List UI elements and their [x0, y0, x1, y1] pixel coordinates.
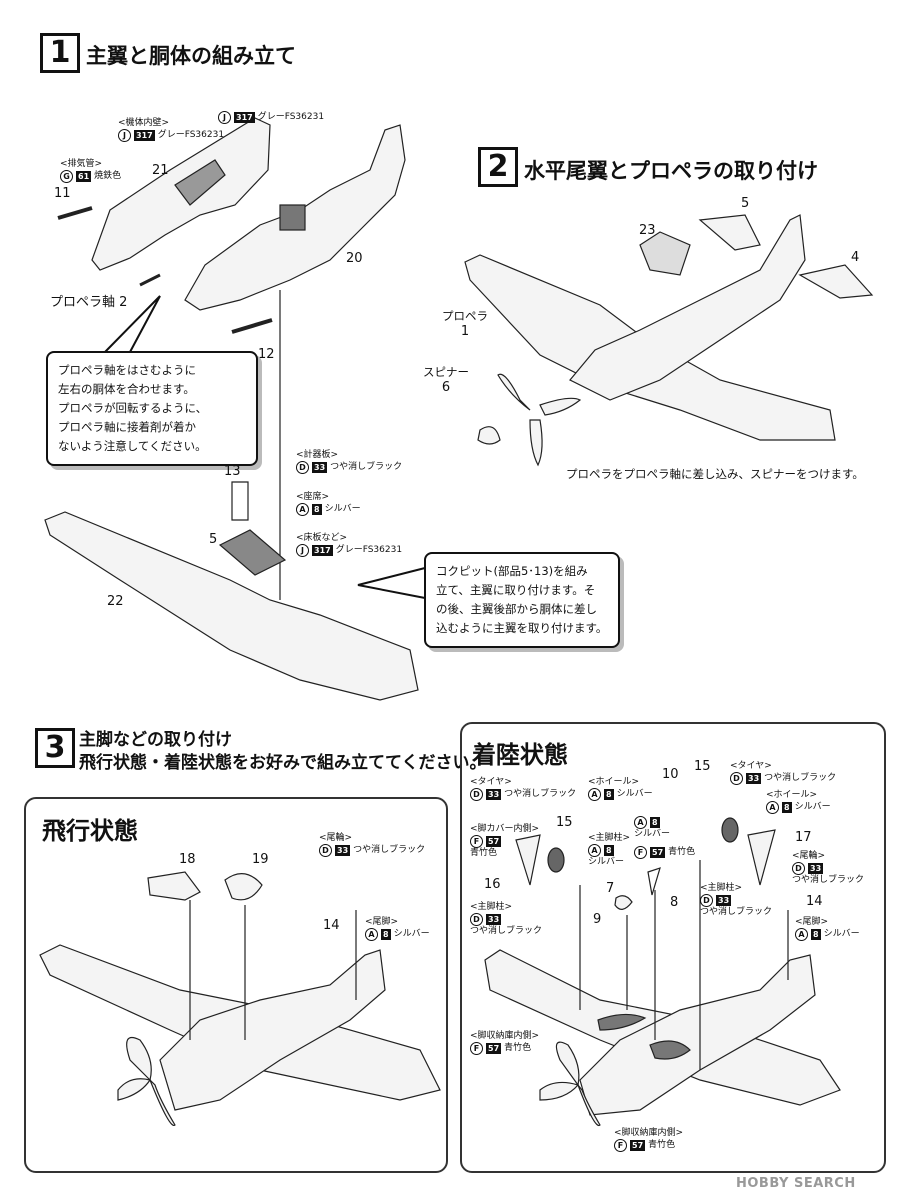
part-10: 10 [662, 767, 679, 782]
part-17: 17 [795, 830, 812, 845]
part-22: 22 [107, 594, 124, 609]
part-5: 5 [209, 532, 218, 547]
step1-title: 主翼と胴体の組み立て [86, 44, 296, 68]
part-15-right: 15 [694, 759, 711, 774]
step2-caption: プロペラをプロペラ軸に差し込み、スピナーをつけます。 [566, 467, 864, 481]
landing-state-panel [460, 722, 886, 1173]
part-19: 19 [252, 852, 269, 867]
part-14-landing: 14 [806, 894, 823, 909]
landing-state-title: 着陸状態 [472, 741, 568, 769]
flight-aircraft-fuselage [159, 949, 386, 1111]
step3-number: 3 [35, 728, 75, 768]
part-16: 16 [484, 877, 501, 892]
step2-stab-right [798, 264, 874, 299]
part-18: 18 [179, 852, 196, 867]
step1-number: 1 [40, 33, 80, 73]
step2-number: 2 [478, 147, 518, 187]
propeller-blade-up [497, 373, 531, 411]
part-7: 7 [606, 881, 615, 896]
flight-state-panel [24, 797, 448, 1173]
part-11: 11 [54, 186, 71, 201]
part-4: 4 [851, 250, 860, 265]
flight-state-title: 飛行状態 [42, 817, 138, 845]
part-13: 13 [224, 464, 241, 479]
part-14-flight: 14 [323, 918, 340, 933]
spinner [477, 426, 501, 445]
propeller-shaft-callout: プロペラ軸をはさむように 左右の胴体を合わせます。 プロペラが回転するように、 … [46, 351, 258, 466]
step2-fuselage [569, 214, 806, 401]
part-15-left: 15 [556, 815, 573, 830]
watermark: HOBBY SEARCH [736, 1176, 856, 1191]
part-5-stab: 5 [741, 196, 750, 211]
part-21: 21 [152, 163, 169, 178]
step2-title: 水平尾翼とプロペラの取り付け [524, 159, 818, 183]
main-wing [44, 511, 419, 701]
step3-subtitle: 飛行状態・着陸状態をお好みで組み立ててください。 [79, 753, 487, 773]
cockpit-callout: コクピット(部品5･13)を組み 立て、主翼に取り付けます。そ の後、主翼後部か… [424, 552, 620, 648]
propeller-blade-down [529, 419, 543, 467]
part-23: 23 [639, 223, 656, 238]
part-8: 8 [670, 895, 679, 910]
part-9: 9 [593, 912, 602, 927]
step3-title: 主脚などの取り付け [79, 730, 232, 750]
part-20: 20 [346, 251, 363, 266]
propeller-shaft-label: プロペラ軸 2 [50, 295, 128, 310]
landing-aircraft-fuselage [579, 954, 816, 1116]
step2-stab-left [698, 214, 761, 251]
part-12: 12 [258, 347, 275, 362]
